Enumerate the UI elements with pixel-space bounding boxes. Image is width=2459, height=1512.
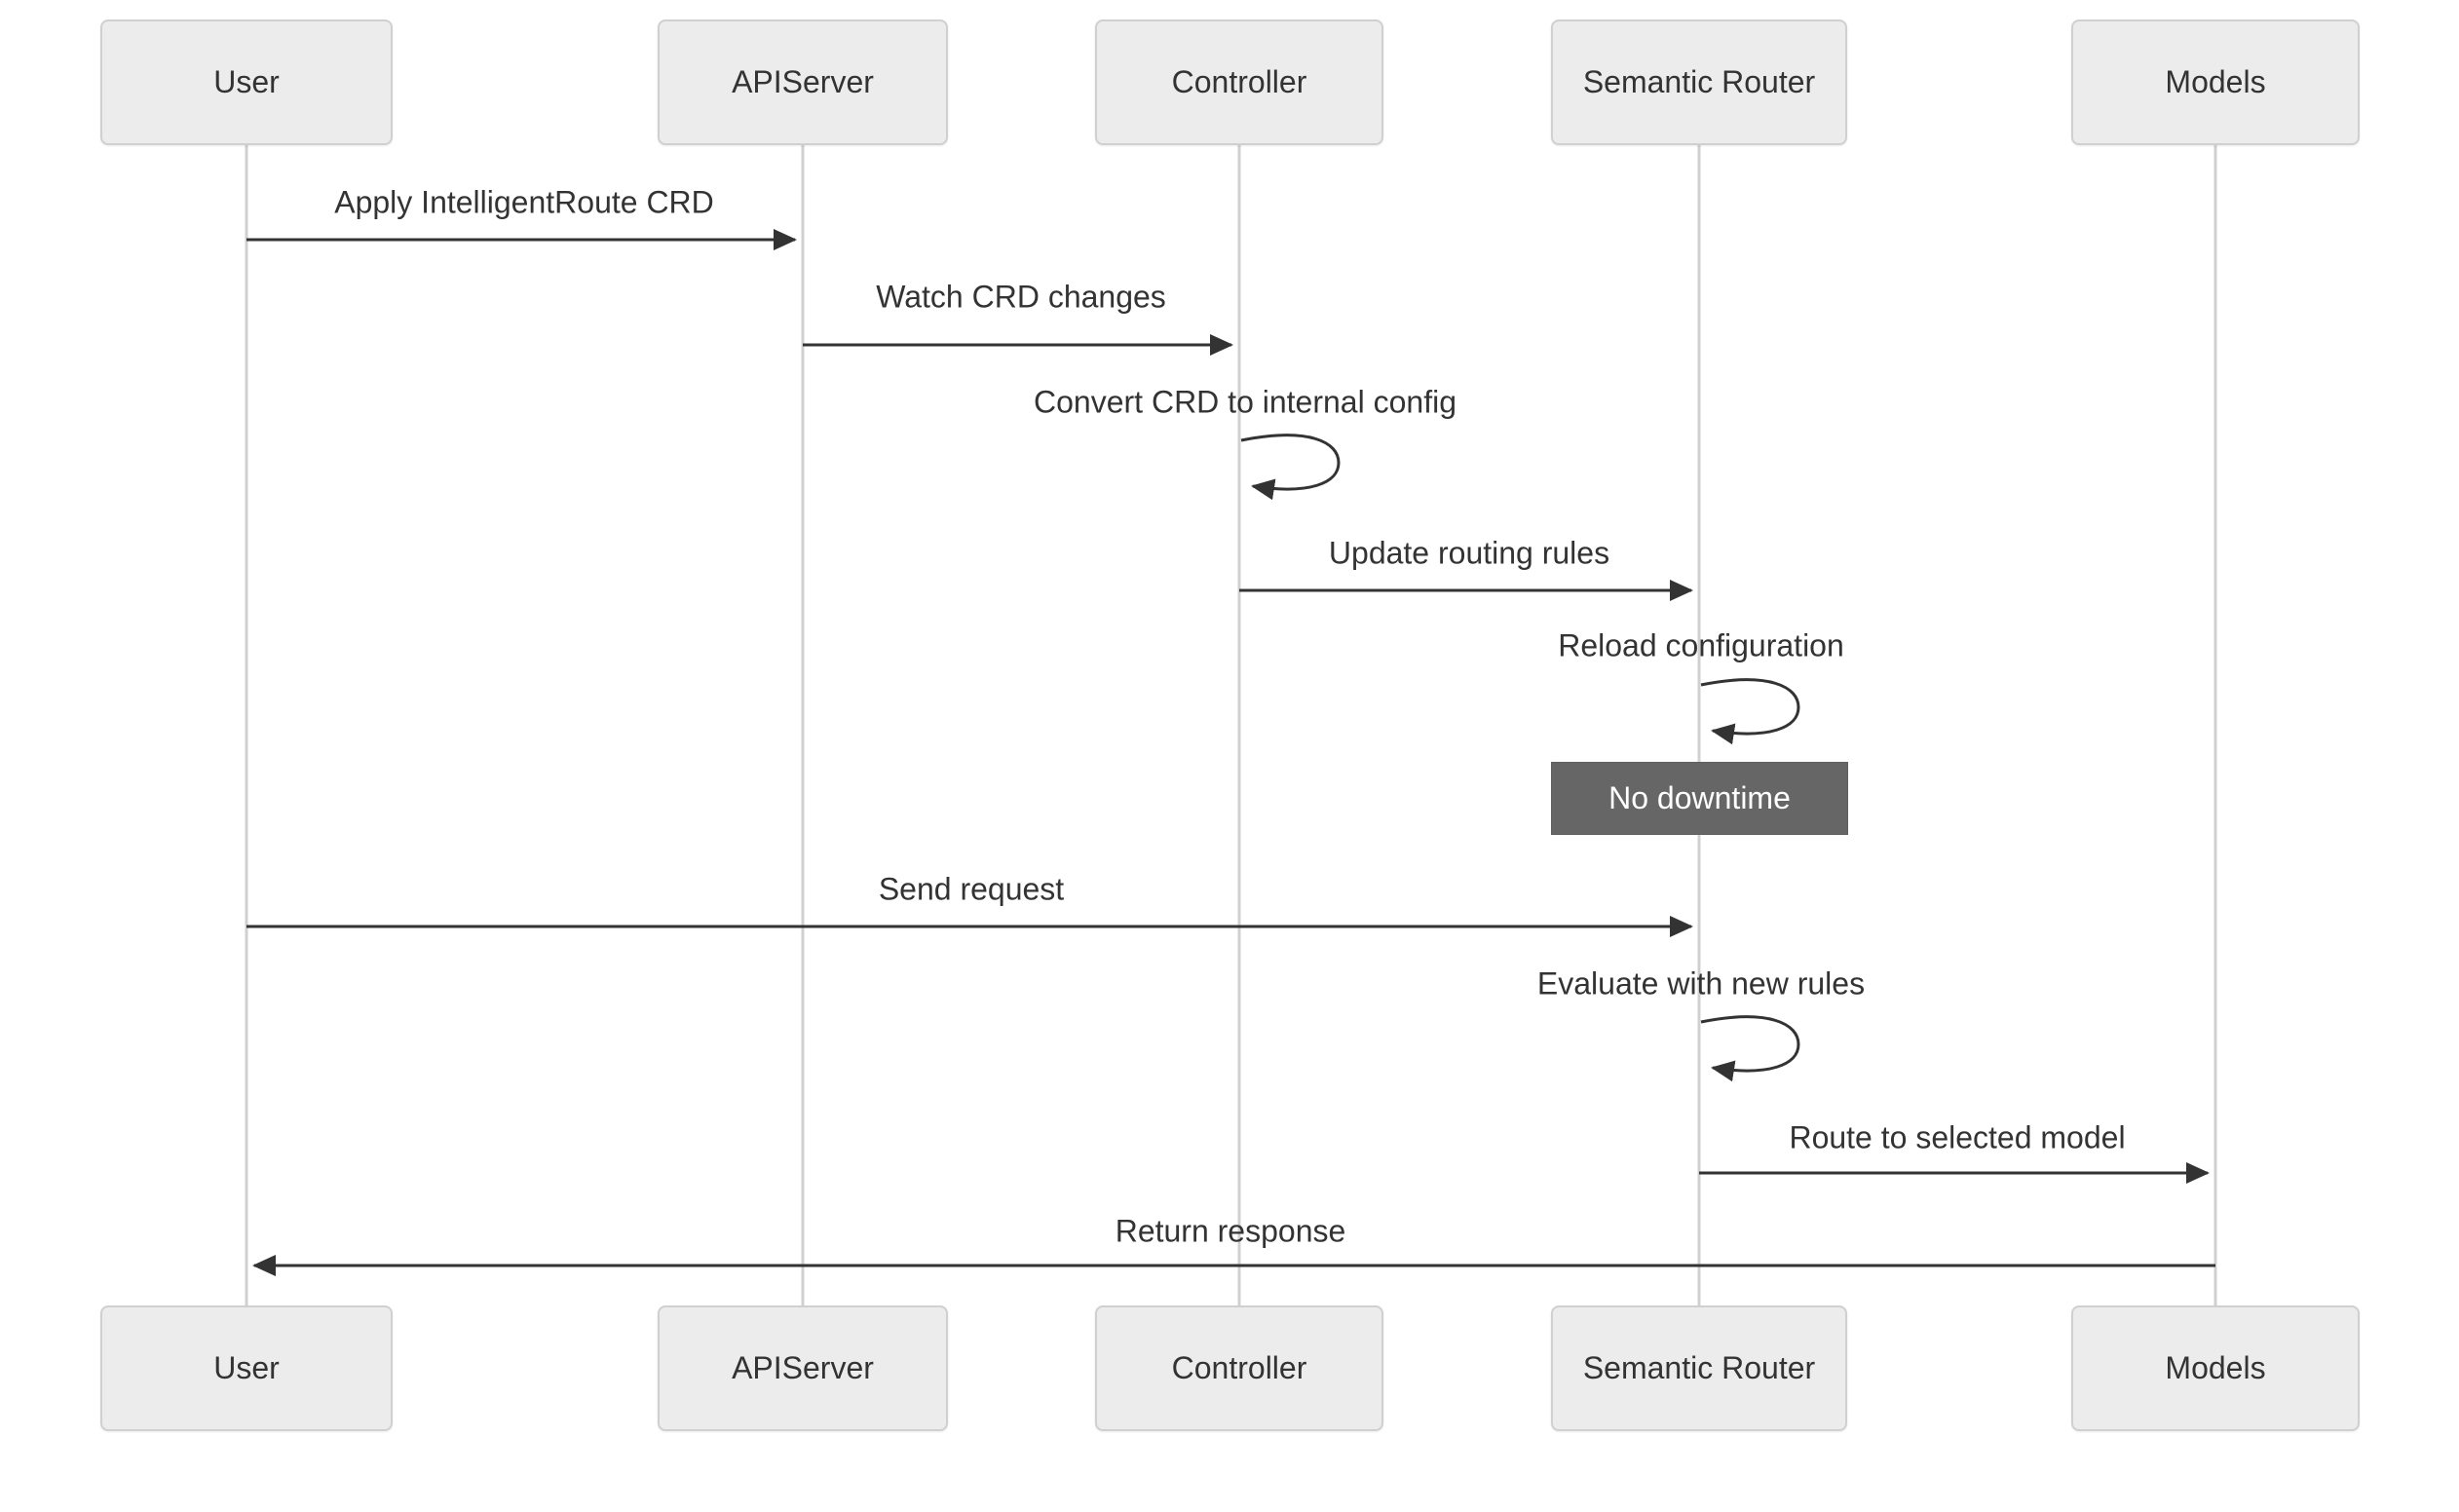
participant-top-semantic-router: Semantic Router [1551, 19, 1847, 145]
self-loop-convert-crd [1240, 434, 1341, 501]
participant-top-controller: Controller [1095, 19, 1383, 145]
message-label-return-response: Return response [1115, 1213, 1346, 1249]
message-label-watch-crd-changes: Watch CRD changes [876, 279, 1166, 315]
message-label-evaluate-with-new-rules: Evaluate with new rules [1536, 965, 1866, 1002]
note-no-downtime: No downtime [1551, 762, 1848, 835]
participant-bottom-controller: Controller [1095, 1305, 1383, 1431]
participant-top-user: User [100, 19, 393, 145]
participant-top-models: Models [2071, 19, 2360, 145]
message-label-convert-crd-to-internal-config: Convert CRD to internal config [1034, 384, 1456, 420]
self-loop-reload-configuration [1700, 678, 1800, 745]
message-label-apply-intelligentroute-crd: Apply IntelligentRoute CRD [334, 184, 714, 220]
message-label-send-request: Send request [878, 871, 1065, 907]
self-loop-evaluate-with-new-rules [1700, 1015, 1800, 1082]
participant-bottom-user: User [100, 1305, 393, 1431]
message-label-update-routing-rules: Update routing rules [1328, 535, 1610, 571]
message-label-reload-configuration: Reload configuration [1558, 627, 1844, 663]
participant-bottom-apiserver: APIServer [658, 1305, 948, 1431]
participant-bottom-models: Models [2071, 1305, 2360, 1431]
participant-top-apiserver: APIServer [658, 19, 948, 145]
message-label-route-to-selected-model: Route to selected model [1789, 1119, 2126, 1155]
participant-bottom-semantic-router: Semantic Router [1551, 1305, 1847, 1431]
